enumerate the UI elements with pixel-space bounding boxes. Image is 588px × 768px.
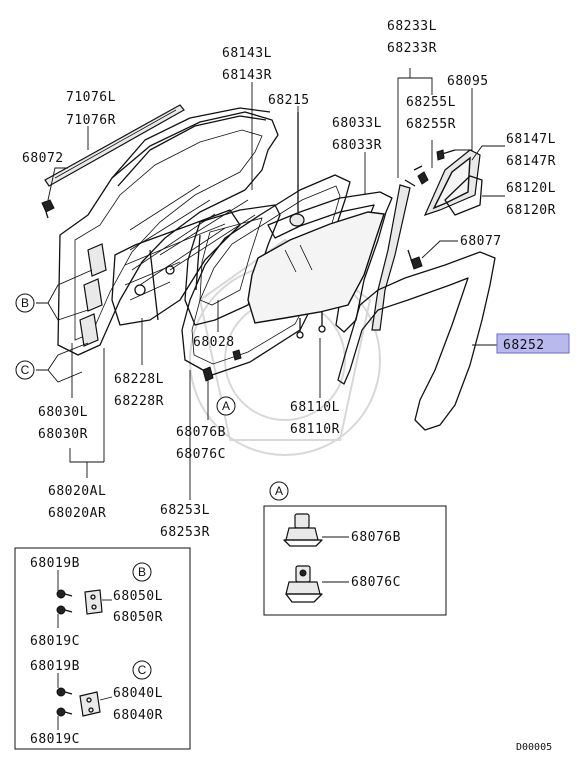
label-68120-r: 68120R bbox=[506, 203, 556, 218]
belt-molding-71076[interactable] bbox=[44, 104, 185, 187]
detail-bc-panel: 68019B B 68050L 68050R 68019C 68019B C bbox=[14, 547, 191, 750]
label-68020-al: 68020AL bbox=[48, 484, 106, 499]
label-68255-l: 68255L bbox=[406, 95, 456, 110]
callout-c-detail: C bbox=[132, 660, 152, 680]
callout-c[interactable]: C bbox=[15, 360, 35, 380]
hinge-bracket-68040[interactable] bbox=[79, 691, 101, 717]
label-71076-l: 71076L bbox=[66, 90, 116, 105]
clip-68076b-detail[interactable] bbox=[283, 513, 323, 547]
label-68028: 68028 bbox=[193, 335, 235, 350]
svg-text:C: C bbox=[21, 363, 30, 377]
label-71076-r: 71076R bbox=[66, 113, 116, 128]
label-detail-68076c: 68076C bbox=[351, 575, 401, 590]
detail-bc-frame bbox=[14, 547, 191, 750]
svg-text:C: C bbox=[138, 663, 147, 677]
label-68215: 68215 bbox=[268, 93, 310, 108]
leader-lines bbox=[36, 68, 505, 500]
label-68120-l: 68120L bbox=[506, 181, 556, 196]
label-detail-68019c-1: 68019C bbox=[30, 634, 80, 649]
svg-text:B: B bbox=[138, 565, 146, 579]
label-68143-r: 68143R bbox=[222, 68, 272, 83]
hinge-bracket-68050[interactable] bbox=[84, 589, 103, 615]
screw-68019b-2[interactable] bbox=[56, 687, 73, 697]
door-hinge-upper[interactable] bbox=[79, 243, 107, 347]
label-detail-68050-r: 68050R bbox=[113, 610, 163, 625]
label-68228-l: 68228L bbox=[114, 372, 164, 387]
label-68228-r: 68228R bbox=[114, 394, 164, 409]
detail-a-panel: A 68076B 68076C bbox=[263, 481, 447, 616]
quarter-glass-68120[interactable] bbox=[423, 149, 483, 216]
svg-text:B: B bbox=[21, 296, 29, 310]
label-68095: 68095 bbox=[447, 74, 489, 89]
svg-text:A: A bbox=[222, 399, 230, 413]
glass-run-68033[interactable] bbox=[267, 191, 393, 333]
part-labels: 68233L 68233R 68143L 68143R 68095 71076L… bbox=[22, 19, 570, 540]
clip-68076[interactable] bbox=[202, 349, 242, 382]
sash-68233[interactable] bbox=[371, 179, 416, 331]
label-68252[interactable]: 68252 bbox=[503, 338, 545, 353]
label-68233-r: 68233R bbox=[387, 41, 437, 56]
weatherstrip-68253[interactable] bbox=[181, 174, 351, 376]
callout-b-detail: B bbox=[132, 562, 152, 582]
label-68072: 68072 bbox=[22, 151, 64, 166]
seal-68255[interactable] bbox=[413, 165, 429, 185]
label-68253-l: 68253L bbox=[160, 503, 210, 518]
clip-68077[interactable] bbox=[407, 249, 423, 270]
window-regulator[interactable] bbox=[111, 209, 241, 326]
label-68233-l: 68233L bbox=[387, 19, 437, 34]
svg-text:A: A bbox=[275, 484, 283, 498]
label-68110-l: 68110L bbox=[290, 400, 340, 415]
callout-a[interactable]: A bbox=[216, 396, 236, 416]
label-detail-68019c-2: 68019C bbox=[30, 732, 80, 747]
label-68147-r: 68147R bbox=[506, 154, 556, 169]
clip-68076c-detail[interactable] bbox=[285, 565, 323, 603]
screw-68019c-2[interactable] bbox=[56, 707, 73, 717]
bumper-68215[interactable] bbox=[289, 112, 305, 227]
label-68076-c: 68076C bbox=[176, 447, 226, 462]
label-68033-r: 68033R bbox=[332, 138, 382, 153]
label-68077: 68077 bbox=[460, 234, 502, 249]
label-68110-r: 68110R bbox=[290, 422, 340, 437]
screw-68019c-1[interactable] bbox=[56, 605, 73, 615]
label-68033-l: 68033L bbox=[332, 116, 382, 131]
label-68255-r: 68255R bbox=[406, 117, 456, 132]
weatherstrip-68252[interactable] bbox=[337, 251, 496, 431]
label-68020-ar: 68020AR bbox=[48, 506, 106, 521]
callout-b[interactable]: B bbox=[15, 293, 35, 313]
label-68147-l: 68147L bbox=[506, 132, 556, 147]
highlight-68252 bbox=[496, 333, 570, 354]
label-68030-r: 68030R bbox=[38, 427, 88, 442]
diagram-code: D00005 bbox=[516, 742, 552, 753]
detail-a-frame bbox=[263, 505, 447, 616]
label-detail-68040-r: 68040R bbox=[113, 708, 163, 723]
label-detail-68050-l: 68050L bbox=[113, 589, 163, 604]
label-68143-l: 68143L bbox=[222, 46, 272, 61]
clip-68072[interactable] bbox=[41, 199, 55, 219]
callout-a-detail: A bbox=[269, 481, 289, 501]
screw-68019b-1[interactable] bbox=[56, 589, 73, 599]
label-68076-b: 68076B bbox=[176, 425, 226, 440]
door-glass-68110[interactable] bbox=[247, 211, 385, 339]
label-68030-l: 68030L bbox=[38, 405, 88, 420]
label-detail-68040-l: 68040L bbox=[113, 686, 163, 701]
label-68253-r: 68253R bbox=[160, 525, 210, 540]
screw-68095[interactable] bbox=[436, 149, 456, 161]
label-detail-68019b-1: 68019B bbox=[30, 556, 80, 571]
label-detail-68076b: 68076B bbox=[351, 530, 401, 545]
label-detail-68019b-2: 68019B bbox=[30, 659, 80, 674]
door-outer-panel[interactable] bbox=[57, 107, 279, 356]
